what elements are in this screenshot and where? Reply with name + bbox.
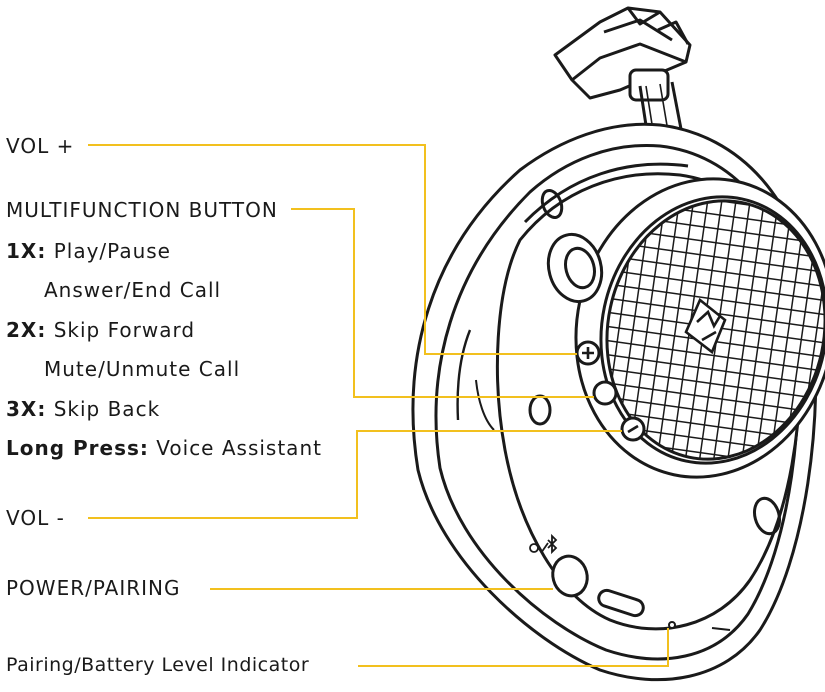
press-2x-value-2: Mute/Unmute Call <box>44 357 241 381</box>
long-press-value: Voice Assistant <box>156 436 322 460</box>
long-press-row: Long Press: Voice Assistant <box>6 436 322 460</box>
multifunction-label: MULTIFUNCTION BUTTON <box>6 198 278 222</box>
multifunction-button <box>592 380 618 406</box>
long-press-key: Long Press: <box>6 436 149 460</box>
press-1x-row: 1X: Play/Pause <box>6 239 171 263</box>
power-button <box>551 554 589 598</box>
press-1x-value-2: Answer/End Call <box>44 278 222 302</box>
indicator-label: Pairing/Battery Level Indicator <box>6 654 310 676</box>
vol-minus-button <box>620 416 646 442</box>
bluetooth-icon <box>547 533 558 555</box>
press-3x-key: 3X: <box>6 397 47 421</box>
hinge-cap <box>546 232 604 304</box>
plus-icon <box>582 347 594 359</box>
indicator-led <box>668 621 676 629</box>
press-1x-key: 1X: <box>6 239 47 263</box>
press-3x-row: 3X: Skip Back <box>6 397 160 421</box>
power-bluetooth-marks <box>529 533 558 555</box>
press-3x-value: Skip Back <box>53 397 161 421</box>
power-pairing-label: POWER/PAIRING <box>6 576 181 600</box>
press-2x-value: Skip Forward <box>53 318 196 342</box>
press-2x-key: 2X: <box>6 318 47 342</box>
leader-lines <box>88 144 669 667</box>
power-icon <box>529 543 539 553</box>
vol-plus-button <box>575 340 601 366</box>
brand-logo-icon <box>684 297 727 355</box>
vol-minus-label: VOL - <box>6 506 65 530</box>
press-1x-value: Play/Pause <box>53 239 171 263</box>
vol-plus-label: VOL + <box>6 134 75 158</box>
press-2x-row: 2X: Skip Forward <box>6 318 195 342</box>
usb-port <box>597 588 645 618</box>
minus-icon <box>627 424 639 434</box>
